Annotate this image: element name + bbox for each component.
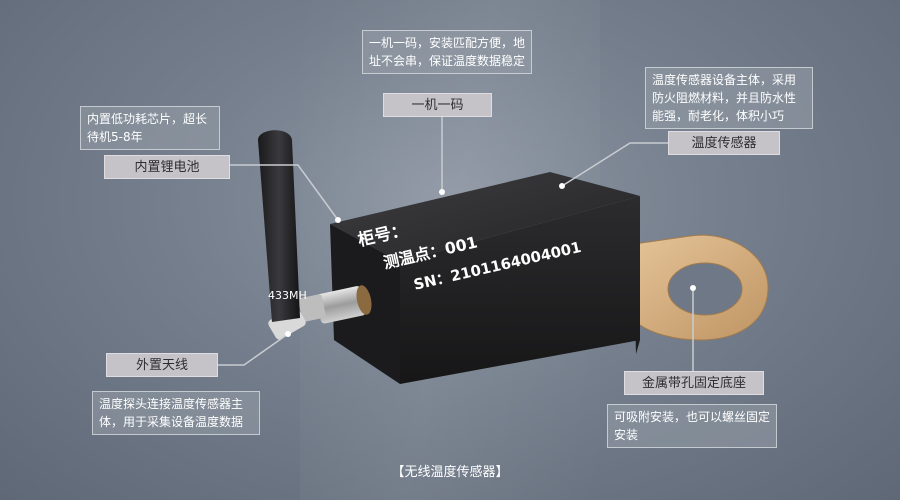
battery-tag: 内置锂电池 <box>104 155 230 179</box>
antenna-frequency-text: 433MH <box>268 289 307 302</box>
box-top-face <box>330 172 640 262</box>
metal-base-description: 可吸附安装，也可以螺丝固定安装 <box>607 404 777 448</box>
antenna-description: 温度探头连接温度传感器主体，用于采集设备温度数据 <box>92 391 260 435</box>
sensor-body-tag: 温度传感器 <box>668 131 780 155</box>
product-caption: 【无线温度传感器】 <box>391 465 509 480</box>
antenna-tag: 外置天线 <box>106 353 218 377</box>
leader-lines <box>218 116 694 374</box>
body-description: 温度传感器设备主体，采用防火阻燃材料，并且防水性能强，耐老化，体积小巧 <box>645 67 813 129</box>
metal-base-tag: 金属带孔固定底座 <box>624 371 764 395</box>
antenna-connector <box>268 285 372 340</box>
leader-dots <box>285 183 696 337</box>
code-description: 一机一码，安装匹配方便，地址不会串，保证温度数据稳定 <box>362 30 532 74</box>
antenna: 433MH <box>258 130 307 322</box>
box-front-face <box>400 196 640 384</box>
chip-description: 内置低功耗芯片，超长待机5-8年 <box>80 106 220 150</box>
code-tag: 一机一码 <box>383 93 492 117</box>
